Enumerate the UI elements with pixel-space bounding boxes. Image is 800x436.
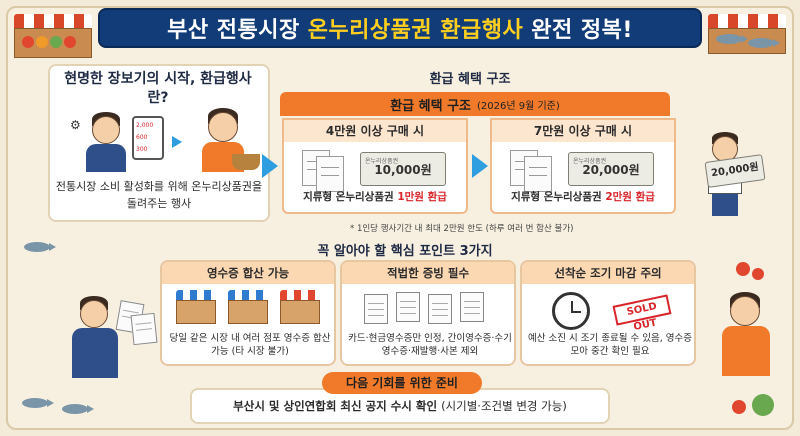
- market-stall-top-left: [14, 14, 92, 62]
- fish-icon: [22, 398, 54, 408]
- stall-icon: [280, 290, 320, 326]
- document-icon: [364, 294, 388, 324]
- cabbage-icon: [752, 394, 774, 416]
- benefit-section-label: 환급 혜택 구조: [429, 72, 511, 87]
- intro-description: 전통시장 소비 활성화를 위해 온누리상품권을 돌려주는 행사: [55, 180, 263, 210]
- tier-condition-1: 4만원 이상 구매 시: [284, 120, 466, 142]
- benefit-tier-card-2: 7만원 이상 구매 시 온누리상품권 20,000원 지류형 온누리상품권 2만…: [490, 118, 676, 214]
- voucher-image-2: 온누리상품권 20,000원: [568, 152, 654, 186]
- benefit-header: 환급 혜택 구조 (2026년 9월 기준): [280, 92, 670, 116]
- intro-arrow-icon: [172, 136, 182, 148]
- stall-icon: [228, 290, 268, 326]
- benefit-header-title: 환급 혜택 구조: [390, 98, 472, 114]
- point-card-2: 적법한 증빙 필수 카드·현금영수증만 인정, 간이영수증·수기영수증·재발행·…: [340, 260, 516, 366]
- receipt-icon: [130, 312, 158, 346]
- receipt-icon: [316, 156, 344, 192]
- vendor-woman-illustration: [716, 292, 776, 392]
- points-title: 꼭 알아야 할 핵심 포인트 3가지: [317, 244, 493, 259]
- point-card-3: 선착순 조기 마감 주의 SOLD OUT 예산 소진 시 조기 종료될 수 있…: [520, 260, 696, 366]
- point-heading-3: 선착순 조기 마감 주의: [522, 262, 694, 284]
- phone-price-icon: 2,000 600 300: [132, 116, 164, 160]
- tier-result-highlight-2: 2만원 환급: [605, 191, 655, 203]
- document-icon: [460, 292, 484, 322]
- point-heading-2: 적법한 증빙 필수: [342, 262, 514, 284]
- fish-icon: [62, 404, 94, 414]
- phone-price-2: 600: [136, 134, 148, 141]
- next-bold-text: 부산시 및 상인연합회 최신 공지 수시 확인: [233, 399, 438, 413]
- man-with-receipts-illustration: [66, 296, 126, 396]
- point-description-2: 카드·현금영수증만 인정, 간이영수증·수기영수증·재발행·사본 제외: [348, 333, 512, 357]
- tomato-icon: [736, 262, 750, 276]
- document-icon: [428, 294, 452, 324]
- sold-out-stamp: SOLD OUT: [612, 294, 672, 333]
- document-icon: [396, 292, 420, 322]
- tomato-icon: [752, 268, 764, 280]
- next-normal-text: (시기별·조건별 변경 가능): [441, 399, 567, 413]
- tier-result-2: 지류형 온누리상품권 2만원 환급: [492, 189, 674, 204]
- fish-icon: [24, 242, 56, 252]
- voucher-tag: 온누리상품권: [573, 158, 607, 165]
- point-description-3: 예산 소진 시 조기 종료될 수 있음, 영수증 모아 중간 확인 필요: [528, 333, 692, 357]
- large-voucher-value: 20,000원: [710, 161, 760, 180]
- market-stall-top-right: [708, 14, 786, 66]
- phone-price-3: 300: [136, 146, 148, 153]
- voucher-value-2: 20,000원: [582, 162, 640, 177]
- flow-arrow-1: [262, 154, 278, 178]
- tier-result-1: 지류형 온누리상품권 1만원 환급: [284, 189, 466, 204]
- next-box: 부산시 및 상인연합회 최신 공지 수시 확인 (시기별·조건별 변경 가능): [190, 388, 610, 424]
- point-card-1: 영수증 합산 가능 당일 같은 시장 내 여러 점포 영수증 합산 가능 (타 …: [160, 260, 336, 366]
- page-title: 부산 전통시장 온누리상품권 환급행사 완전 정복!: [98, 8, 702, 48]
- title-prefix: 부산 전통시장: [167, 18, 300, 43]
- clock-icon: [552, 292, 590, 330]
- title-suffix: 완전 정복!: [531, 18, 633, 43]
- benefit-tier-card-1: 4만원 이상 구매 시 온누리상품권 10,000원 지류형 온누리상품권 1만…: [282, 118, 468, 214]
- point-description-1: 당일 같은 시장 내 여러 점포 영수증 합산 가능 (타 시장 불가): [169, 333, 331, 357]
- flow-arrow-2: [472, 154, 488, 178]
- voucher-image-1: 온누리상품권 10,000원: [360, 152, 446, 186]
- intro-heading: 현명한 장보기의 시작, 환급행사란?: [64, 71, 252, 106]
- tier-result-highlight-1: 1만원 환급: [397, 191, 447, 203]
- benefit-footnote: * 1인당 행사기간 내 최대 2만원 한도 (하루 여러 번 합산 불가): [350, 224, 574, 234]
- benefit-header-date: (2026년 9월 기준): [477, 100, 560, 112]
- voucher-value-1: 10,000원: [374, 162, 432, 177]
- tier-result-prefix-2: 지류형 온누리상품권: [511, 191, 602, 203]
- voucher-tag: 온누리상품권: [365, 158, 399, 165]
- phone-price-1: 2,000: [136, 122, 154, 129]
- title-highlight: 온누리상품권 환급행사: [307, 18, 524, 43]
- tomato-icon: [732, 400, 746, 414]
- receipt-icon: [524, 156, 552, 192]
- stall-icon: [176, 290, 216, 326]
- basket-icon: [232, 154, 260, 170]
- tier-result-prefix-1: 지류형 온누리상품권: [303, 191, 394, 203]
- tier-condition-2: 7만원 이상 구매 시: [492, 120, 674, 142]
- thinking-icon: ⚙: [70, 118, 81, 132]
- next-heading: 다음 기회를 위한 준비: [322, 372, 482, 394]
- worried-person-illustration: [82, 112, 130, 172]
- point-heading-1: 영수증 합산 가능: [162, 262, 334, 284]
